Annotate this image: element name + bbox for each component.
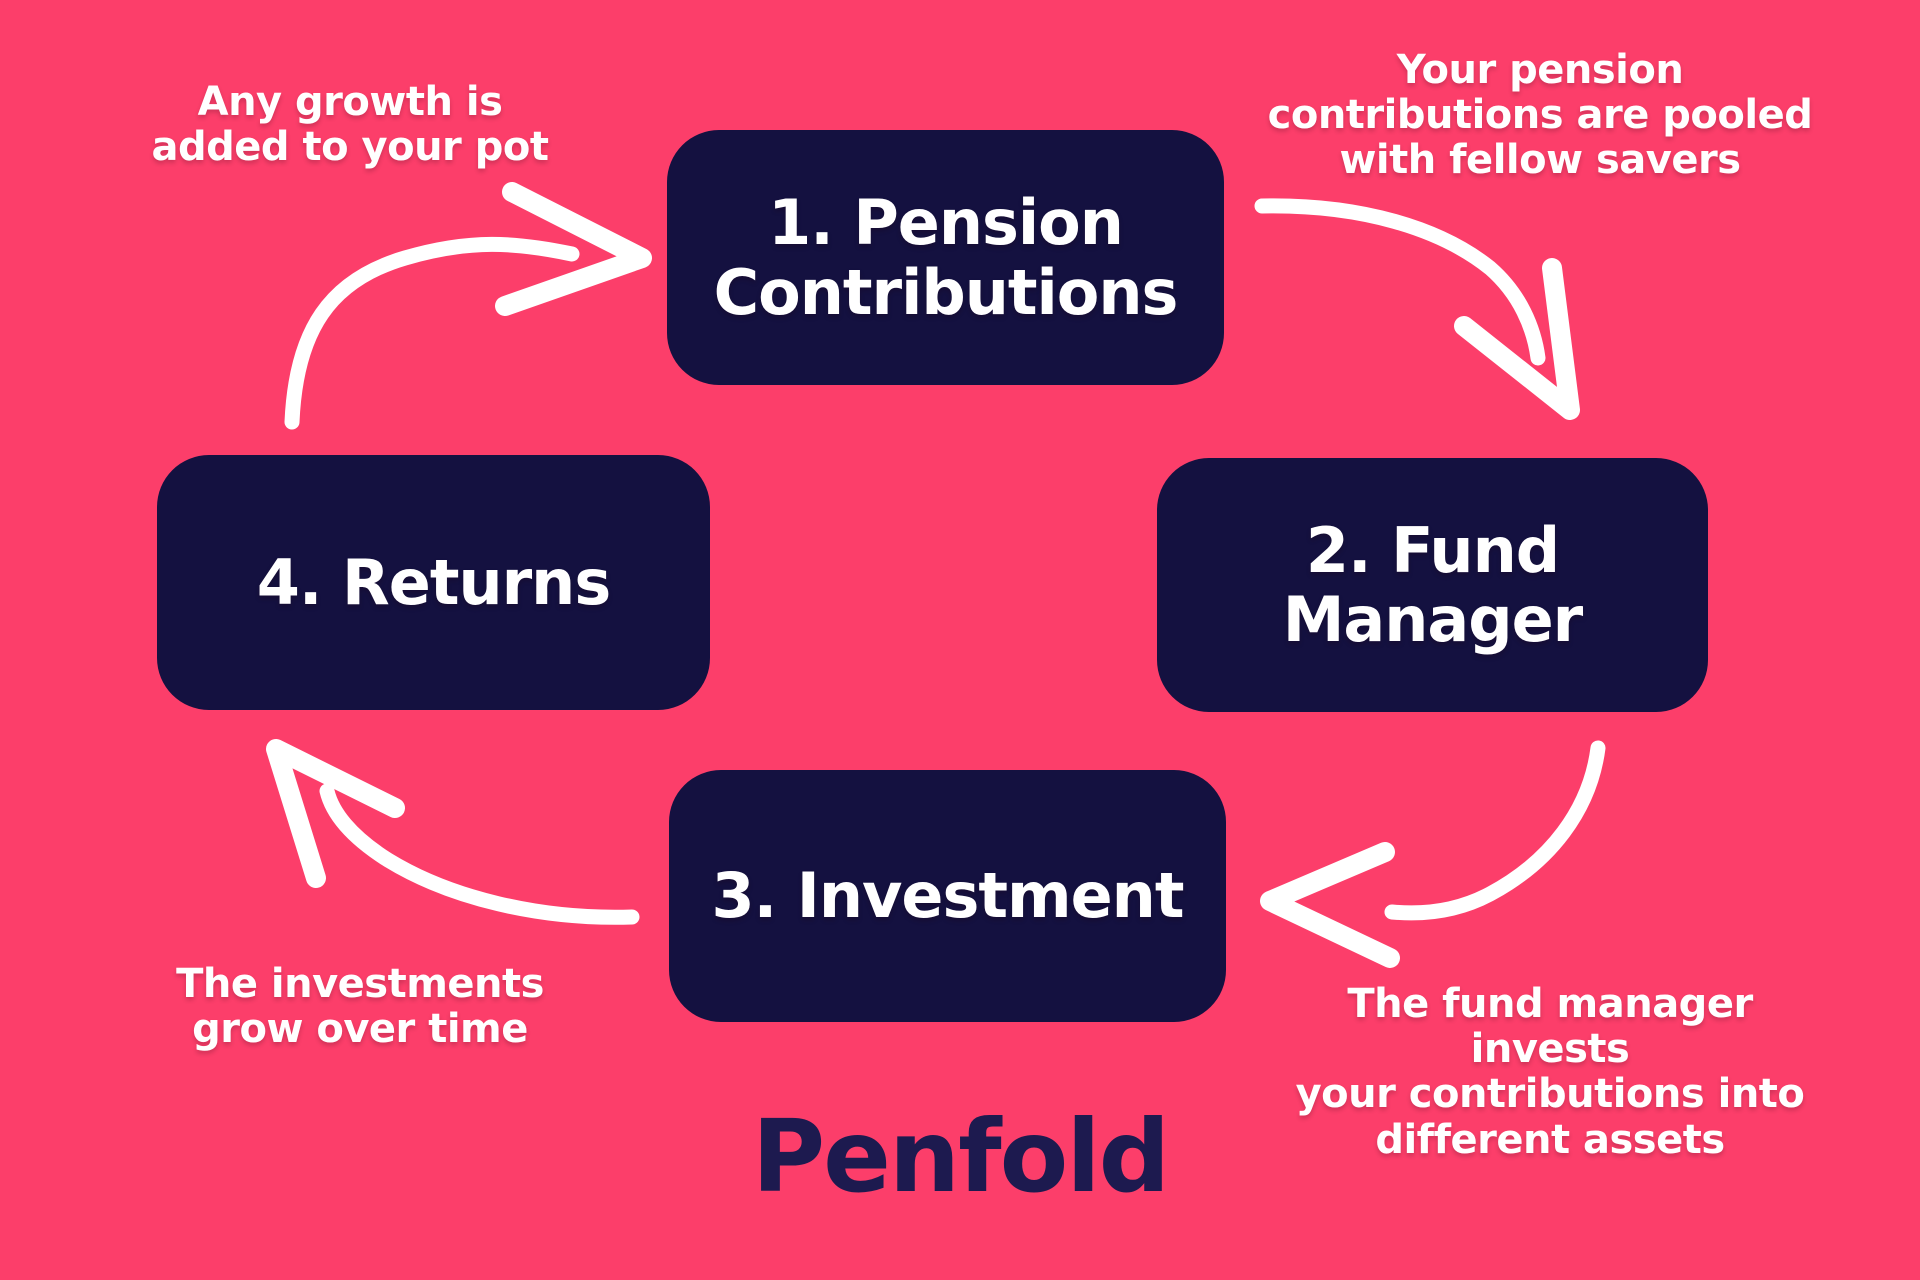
step-box-fund-manager: 2. Fund Manager <box>1157 458 1708 712</box>
step-label: 2. Fund Manager <box>1282 513 1584 656</box>
annotation-line: grow over time <box>192 1006 528 1053</box>
annotation-line: with fellow savers <box>1339 137 1741 184</box>
annotation-line: The investments <box>176 961 544 1007</box>
arrow-fund-manager-to-investment <box>1260 740 1606 968</box>
arrow-returns-to-contributions <box>284 182 652 430</box>
arrow-contributions-to-fund-manager <box>1254 198 1580 420</box>
annotation-line: contributions are pooled <box>1267 92 1813 139</box>
annotation-line: The fund manager invests <box>1347 981 1753 1073</box>
step-box-returns: 4. Returns <box>157 455 710 710</box>
step-box-investment: 3. Investment <box>669 770 1226 1022</box>
annotation-line: Any growth is <box>197 79 503 125</box>
annotation-fund-manager-invests: The fund manager invests your contributi… <box>1280 981 1820 1163</box>
step-label: 3. Investment <box>711 859 1185 933</box>
annotation-line: added to your pot <box>151 124 549 171</box>
step-label: 4. Returns <box>256 545 611 619</box>
step-label: 1. Pension Contributions <box>713 186 1179 329</box>
annotation-line: your contributions into <box>1295 1071 1805 1118</box>
penfold-logo: Penfold <box>751 1098 1170 1215</box>
annotation-investments-grow: The investments grow over time <box>130 961 590 1053</box>
annotation-contributions-pooled: Your pension contributions are pooled wi… <box>1260 47 1820 184</box>
arrow-investment-to-returns <box>266 739 640 925</box>
annotation-line: different assets <box>1375 1116 1725 1163</box>
annotation-line: Your pension <box>1396 47 1684 93</box>
annotation-growth-added-to-pot: Any growth is added to your pot <box>110 79 590 171</box>
step-box-pension-contributions: 1. Pension Contributions <box>667 130 1224 385</box>
